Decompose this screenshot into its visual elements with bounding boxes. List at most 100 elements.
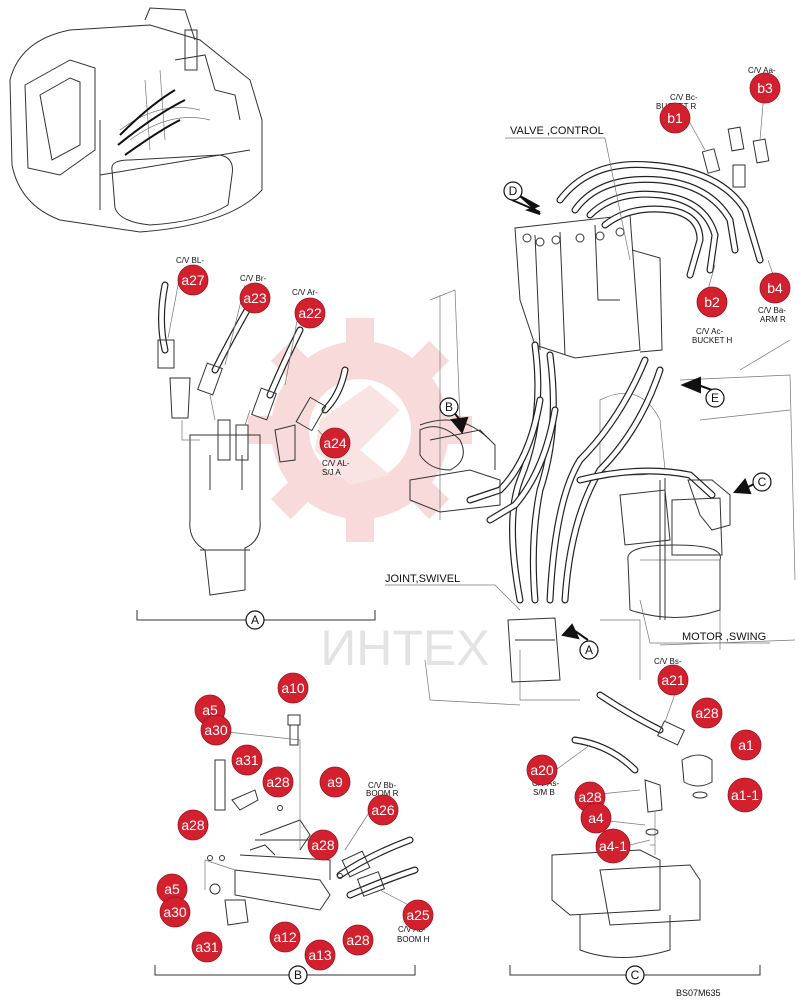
svg-text:a31: a31 [235,752,259,768]
svg-text:a28: a28 [181,817,205,833]
port-label-cv-ab: C/V Ab- [398,925,426,934]
svg-text:a10: a10 [281,680,305,696]
callout-b2: b2 [696,286,728,318]
port-label-cv-bl: C/V BL- [176,256,204,265]
svg-text:a20: a20 [530,762,554,778]
svg-text:D: D [509,184,518,198]
svg-text:a28: a28 [695,705,719,721]
port-label-cv-ba: C/V Ba- [758,306,786,315]
svg-text:a28: a28 [578,789,602,805]
section-marker-a: A [245,610,265,630]
svg-text:a24: a24 [323,435,347,451]
port-label-sja: S/J A [322,468,341,477]
callout-a5-bot: a5 [156,873,188,905]
svg-text:a28: a28 [346,932,370,948]
leader-lines [167,79,776,911]
callout-a12: a12 [269,921,301,953]
section-marker-c: C [625,965,645,985]
svg-text:a4-1: a4-1 [599,838,627,854]
callout-a30-bot: a30 [159,896,191,928]
svg-text:a22: a22 [298,305,322,321]
callout-a28-c1: a28 [691,697,723,729]
watermark-gear-icon [248,318,472,542]
svg-text:C: C [631,968,640,982]
watermark: ИНТЕХ [248,318,490,676]
view-marker-c: C [752,472,772,492]
callout-a30-top: a30 [200,714,232,746]
callout-b3: b3 [749,72,781,104]
svg-text:B: B [445,400,453,414]
port-label-boom-h: BOOM H [397,935,430,944]
port-label-arm-r: ARM R [760,315,786,324]
svg-text:A: A [585,643,593,657]
svg-text:C: C [758,475,767,489]
svg-text:a30: a30 [204,722,228,738]
callout-a28-b1: a28 [262,766,294,798]
label-joint-swivel: JOINT,SWIVEL [385,573,460,585]
svg-text:a31: a31 [195,939,219,955]
port-label-bucket-h: BUCKET H [692,336,733,345]
svg-text:a26: a26 [371,802,395,818]
port-label-cv-ac: C/V Ac- [696,327,723,336]
callout-a22: a22 [294,297,326,329]
port-label-cv-al: C/V AL- [322,459,350,468]
svg-text:a13: a13 [308,947,332,963]
port-label-cv-bb: C/V Bb- [368,781,396,790]
svg-text:a28: a28 [311,837,335,853]
svg-text:A: A [251,613,259,627]
callout-b1: b1 [659,102,691,134]
port-label-boom-r: BOOM R [366,789,399,798]
svg-text:a30: a30 [163,904,187,920]
view-marker-e: E [705,388,725,408]
drawing-code: BS07M635 [676,988,721,998]
callout-b4: b4 [759,272,791,304]
svg-text:a4: a4 [588,810,604,826]
callout-a27: a27 [177,264,209,296]
svg-text:b2: b2 [704,294,720,310]
callout-a28-b4: a28 [342,924,374,956]
callout-a1-1: a1-1 [727,777,763,813]
svg-text:a23: a23 [243,290,267,306]
excavator-thumbnail [9,7,263,233]
main-assembly [409,126,796,706]
callout-a23: a23 [239,282,271,314]
svg-text:a5: a5 [164,881,180,897]
port-label-cv-bs: C/V Bs- [654,657,682,666]
svg-text:B: B [294,968,302,982]
view-marker-d: D [503,181,523,201]
view-marker-b: B [439,397,459,417]
callout-a31-top: a31 [231,744,263,776]
callout-a24: a24 [319,427,351,459]
callout-a10: a10 [277,672,309,704]
section-marker-b: B [288,965,308,985]
callout-a28-b3: a28 [307,829,339,861]
svg-text:a9: a9 [327,774,343,790]
label-motor-swing: MOTOR ,SWING [682,631,766,643]
svg-text:a5: a5 [202,702,218,718]
svg-text:a21: a21 [661,672,685,688]
callout-a1: a1 [730,729,762,761]
svg-text:b4: b4 [767,280,783,296]
callout-a20: a20 [526,754,558,786]
svg-text:a1: a1 [738,737,754,753]
svg-text:a28: a28 [266,774,290,790]
section-c-detail [509,691,761,976]
label-valve-control: VALVE ,CONTROL [510,125,604,137]
callout-a31-bot: a31 [191,931,223,963]
port-label-cv-br: C/V Br- [240,274,267,283]
svg-text:a1-1: a1-1 [731,787,759,803]
view-marker-a: A [579,640,599,660]
port-label-cv-ar: C/V Ar- [292,288,318,297]
callout-a25: a25 [402,899,434,931]
port-label-cv-bc: C/V Bc- [670,93,698,102]
callout-a4: a4 [580,802,612,834]
callout-a9: a9 [319,766,351,798]
callout-a26: a26 [367,794,399,826]
svg-text:E: E [711,391,719,405]
watermark-text: ИНТЕХ [320,620,489,676]
callout-a4-1: a4-1 [595,828,631,864]
callout-a21: a21 [657,664,689,696]
callout-a13: a13 [304,939,336,971]
svg-text:a25: a25 [406,907,430,923]
